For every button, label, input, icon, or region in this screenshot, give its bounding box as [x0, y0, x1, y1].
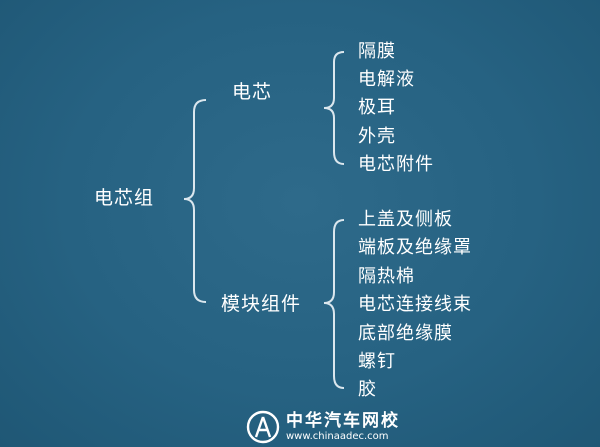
leaf-cell-2: 电解液: [358, 69, 415, 90]
leaf-module-2: 端板及绝缘罩: [358, 237, 472, 258]
leaf-module-4: 电芯连接线束: [358, 294, 472, 315]
leaf-module-3: 隔热棉: [358, 266, 415, 287]
leaf-module-6: 螺钉: [358, 351, 396, 372]
root-bracket: [183, 99, 207, 303]
watermark-url: www.chinaadec.com: [286, 430, 389, 442]
leaf-module-5: 底部绝缘膜: [358, 323, 453, 344]
root-node: 电芯组: [94, 187, 155, 209]
leaf-module-7: 胶: [358, 379, 377, 400]
site-logo-icon: [246, 410, 280, 444]
leaf-cell-1: 隔膜: [358, 41, 396, 62]
branch-bracket-module: [323, 219, 345, 389]
leaf-cell-5: 电芯附件: [358, 154, 434, 175]
watermark-name: 中华汽车网校: [286, 410, 400, 431]
branch-module: 模块组件: [221, 293, 302, 315]
leaf-cell-4: 外壳: [358, 126, 396, 147]
leaf-module-1: 上盖及侧板: [358, 209, 453, 230]
branch-bracket-cell: [323, 51, 345, 165]
watermark: 中华汽车网校 www.chinaadec.com: [246, 410, 400, 444]
leaf-cell-3: 极耳: [358, 97, 396, 118]
branch-cell: 电芯: [232, 81, 273, 103]
